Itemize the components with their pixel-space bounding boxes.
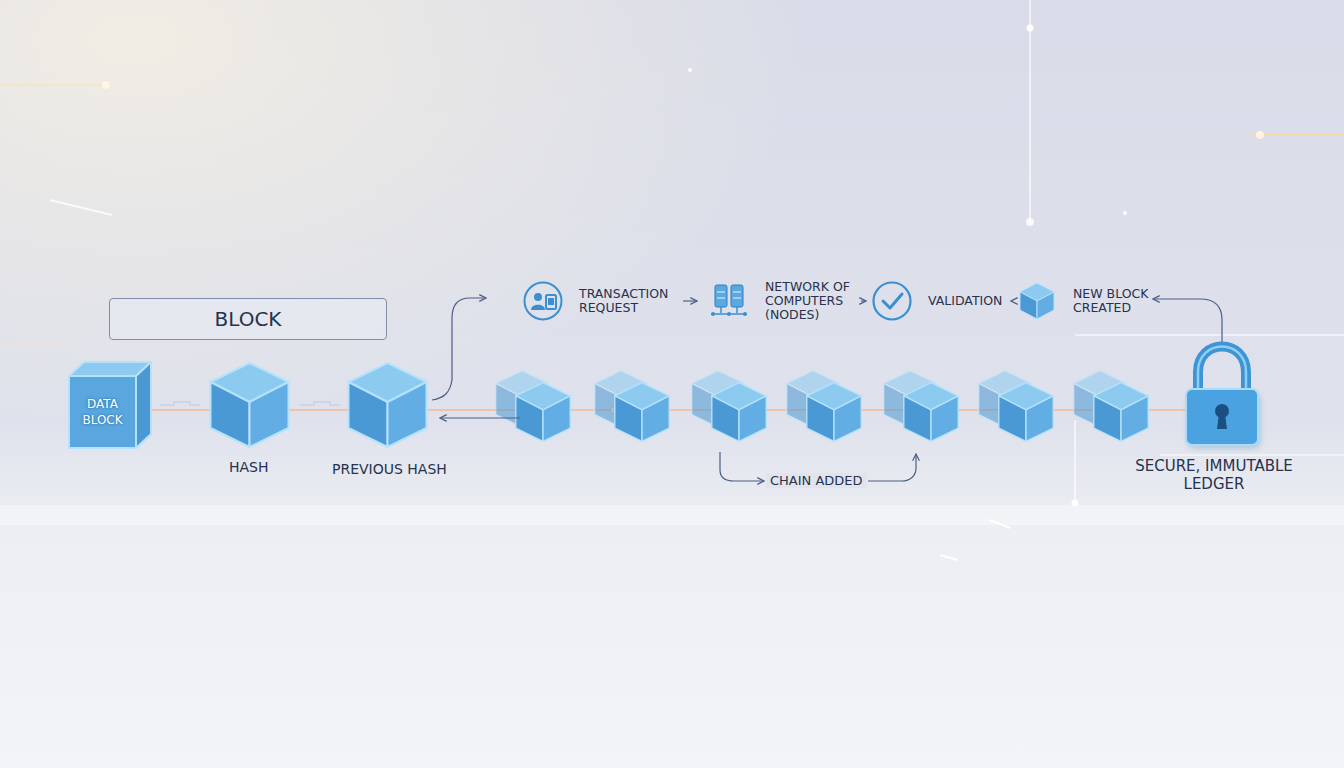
flow-arrow [683,300,697,301]
chain-cube [999,383,1053,442]
step-label: NETWORK OF COMPUTERS (NODES) [765,280,855,322]
flow-step: VALIDATION [872,281,1006,321]
chain-cubes [496,371,1149,442]
drawing-part [727,312,731,316]
light-line [1074,420,1076,505]
flow-step: TRANSACTION REQUEST [523,281,671,321]
drawing-part [883,294,902,308]
drawing-part [711,312,715,316]
drawing-part [1198,347,1246,393]
drawing-part [531,305,545,310]
step-label: NEW BLOCK CREATED [1073,287,1153,315]
step-icon [872,281,912,321]
drawing-part [874,283,911,320]
drawing-part [546,295,556,309]
drawing-part [69,376,136,448]
light-line [50,200,112,215]
light-line [0,84,105,86]
step-label: TRANSACTION REQUEST [579,287,671,315]
light-line [1160,454,1344,456]
chain-cube [712,383,766,442]
light-line [1250,134,1344,136]
light-dot [1027,25,1034,32]
link-bracket [300,402,340,405]
chain-added-arrow [868,454,916,481]
light-dot [1026,218,1034,226]
drawing-part [733,292,741,293]
step-label: VALIDATION [928,294,1006,308]
lock-feedback-arrow [1153,299,1222,345]
step-icon [709,281,749,321]
step-icon [1017,281,1057,321]
light-line [1075,334,1344,336]
floor-glow [0,505,1344,525]
drawing-part [717,292,725,293]
drawing-part [534,293,542,301]
text-label: CHAIN ADDED [766,473,867,488]
drawing-part [1217,414,1227,429]
drawing-part [731,285,743,307]
light-line [1029,0,1031,225]
light-line [940,555,958,560]
chain-cube [1094,383,1148,442]
block-title-box: BLOCK [109,298,387,340]
drawing-part [1020,292,1037,319]
light-dot [1256,131,1264,139]
drawing-part [733,298,741,299]
flow-leader [432,298,486,400]
data-block-cube: DATA BLOCK [68,361,152,449]
lock-icon [1186,347,1260,449]
drawing-part [525,283,562,320]
drawing-part [720,307,722,313]
chain-added-arrow [720,452,764,481]
text-label: PREVIOUS HASH [332,461,447,477]
drawing-part [548,298,554,305]
drawing-part [1198,347,1246,393]
drawing-part [715,285,727,307]
light-dot [1123,211,1127,215]
drawing-part [743,312,747,316]
return-arrow [440,417,520,418]
cube-label: DATA BLOCK [71,396,134,428]
previous-hash-cube [349,363,427,447]
step-icon [523,281,563,321]
drawing-part [136,362,151,448]
drawing-part [1186,389,1258,445]
drawing-part [736,307,738,313]
flow-step: NEW BLOCK CREATED [1017,281,1153,321]
chain-cube [904,383,958,442]
light-line [0,344,70,346]
hash-cube [211,363,289,447]
light-dot [688,68,692,72]
link-bracket [160,402,200,405]
flow-arrow [861,300,866,301]
drawing-part [717,298,725,299]
flow-arrow [1011,300,1012,301]
flow-step: NETWORK OF COMPUTERS (NODES) [709,280,855,322]
text-label: SECURE, IMMUTABLE LEDGER [1129,457,1299,493]
light-dot [102,81,110,89]
box-title: BLOCK [215,307,282,331]
chain-cube [516,383,570,442]
drawing-part [1037,292,1054,319]
text-label: HASH [229,459,269,475]
chain-cube [615,383,669,442]
chain-cube [807,383,861,442]
